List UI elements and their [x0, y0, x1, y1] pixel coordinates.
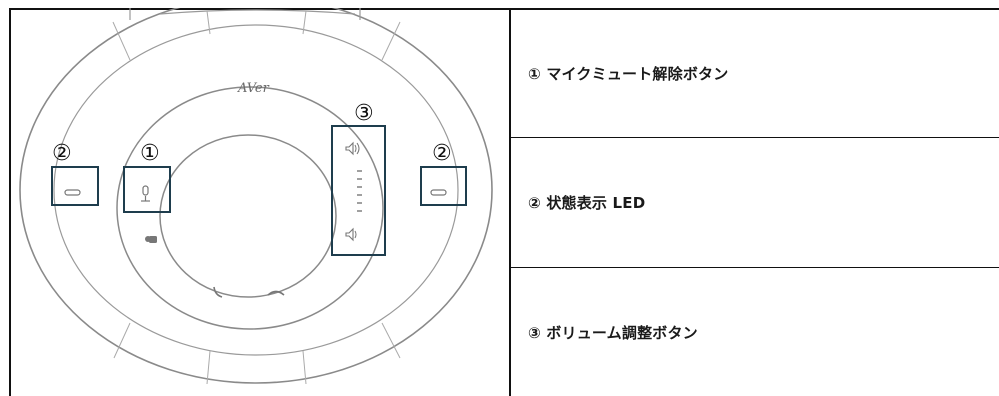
callout-number-1: ①	[140, 141, 160, 166]
callout-number-2-left: ②	[52, 141, 72, 166]
description-row-2: ② 状態表示 LED	[511, 138, 999, 267]
table-middle-divider	[509, 8, 511, 396]
outer-body-ring	[19, 8, 493, 384]
callout-box-volume	[331, 125, 386, 256]
callout-number-2-right: ②	[432, 141, 452, 166]
outer-body-inner-ring	[53, 24, 459, 356]
teams-icon	[145, 236, 157, 243]
callout-box-status-led-right	[420, 166, 467, 206]
segment-line	[113, 322, 131, 359]
row-divider-1	[510, 137, 999, 138]
table-top-border	[9, 8, 999, 10]
row-divider-2	[510, 267, 999, 268]
control-ring	[116, 86, 384, 330]
call-end-icon	[267, 290, 285, 296]
callout-box-mic	[123, 166, 171, 213]
mic-unmute-button-label: ① マイクミュート解除ボタン	[528, 65, 729, 83]
volume-down-icon	[345, 227, 357, 242]
segment-line	[302, 350, 307, 385]
brand-logo: AVer	[237, 81, 270, 96]
status-led-left	[64, 189, 81, 196]
table-left-border	[9, 8, 11, 396]
segment-line	[206, 10, 211, 35]
speakerphone-illustration: AVer	[10, 8, 509, 396]
segment-line	[206, 350, 211, 385]
segment-line	[381, 21, 401, 61]
top-tab	[129, 8, 361, 20]
mic-icon	[141, 185, 150, 202]
call-answer-icon	[213, 286, 223, 298]
segment-line	[302, 10, 307, 35]
status-led-label: ② 状態表示 LED	[528, 194, 646, 212]
callout-number-3: ③	[354, 101, 374, 126]
top-tab-edge	[159, 9, 356, 15]
center-grille	[159, 134, 337, 298]
speakerphone-diagram: AVer	[19, 8, 493, 385]
description-row-3: ③ ボリューム調整ボタン	[511, 268, 999, 396]
description-row-1: ① マイクミュート解除ボタン	[511, 10, 999, 137]
callout-box-status-led-left	[51, 166, 99, 206]
volume-up-icon	[345, 141, 360, 156]
segment-line	[381, 322, 401, 359]
status-led-right	[430, 189, 447, 196]
volume-button-label: ③ ボリューム調整ボタン	[528, 323, 698, 342]
volume-led-ticks	[357, 170, 362, 212]
segment-line	[112, 21, 131, 61]
